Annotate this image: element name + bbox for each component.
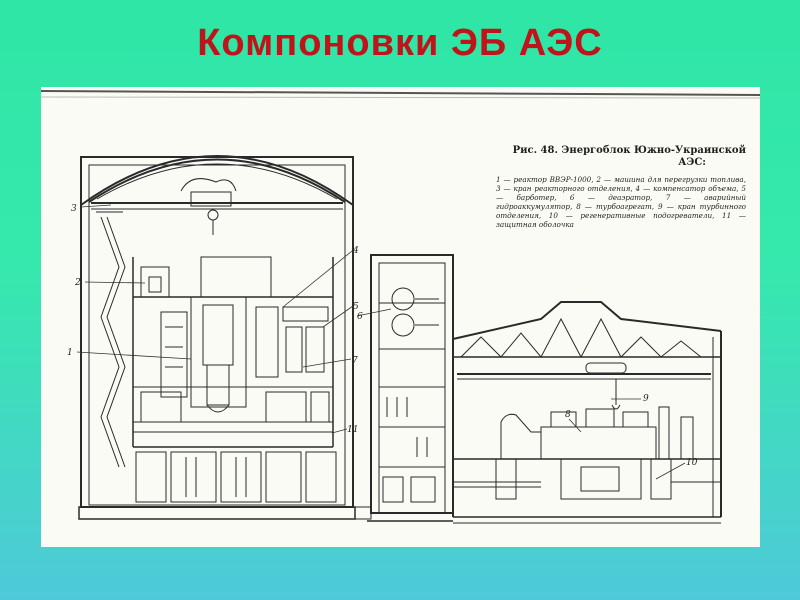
slide-title: Компоновки ЭБ АЭС xyxy=(197,22,603,64)
callout-5: 5 xyxy=(353,302,359,312)
building-section-svg: 3 2 1 4 5 6 7 8 9 10 11 xyxy=(41,90,760,524)
callout-10: 10 xyxy=(686,458,698,468)
callout-9: 9 xyxy=(643,394,649,404)
callout-7: 7 xyxy=(352,356,358,366)
callout-1: 1 xyxy=(67,348,73,358)
caption-title: Рис. 48. Энергоблок Южно-Украинской xyxy=(512,145,746,156)
caption-legend: 1 — реактор ВВЭР-1000, 2 — машина для пе… xyxy=(496,175,746,229)
intermediate-building xyxy=(367,254,454,522)
callout-2: 2 xyxy=(74,278,81,288)
figure-caption: Рис. 48. Энергоблок Южно-Украинской АЭС:… xyxy=(496,145,746,229)
turbine-hall xyxy=(452,301,722,524)
callout-11: 11 xyxy=(347,425,358,435)
callout-8: 8 xyxy=(565,410,571,420)
schematic-drawing: 3 2 1 4 5 6 7 8 9 10 11 Рис. 48. Энергоб… xyxy=(41,87,760,547)
reactor-building xyxy=(78,155,372,520)
callout-3: 3 xyxy=(71,204,77,214)
callout-6: 6 xyxy=(357,312,363,322)
callout-4: 4 xyxy=(352,246,359,256)
caption-subtitle: АЭС: xyxy=(678,157,706,168)
